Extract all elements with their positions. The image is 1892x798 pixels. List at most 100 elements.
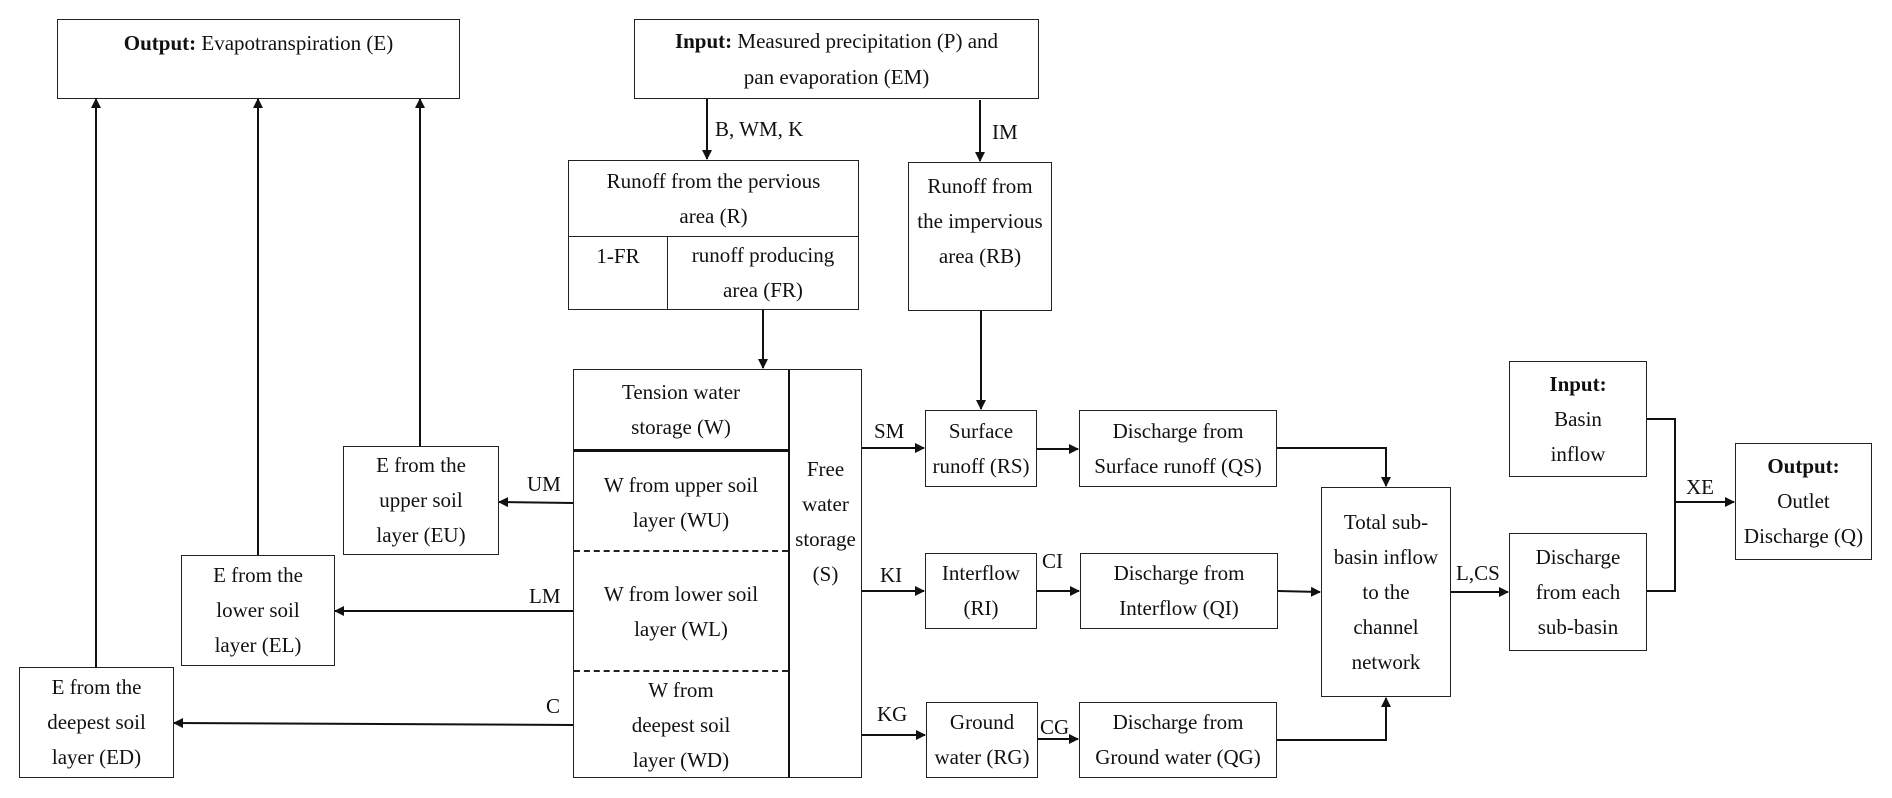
label-c: C <box>546 694 561 718</box>
wu-layer: W from upper soil layer (WU) <box>574 455 788 552</box>
label-kg: KG <box>877 702 908 726</box>
outlet-output-label: Output: <box>1767 454 1840 478</box>
label-lm: LM <box>529 584 561 608</box>
input-label: Input: <box>674 29 733 53</box>
eu-l1: E from the <box>376 453 466 477</box>
interflow-box: Interflow (RI) <box>925 553 1037 629</box>
tension-water-storage-box: Tension water storage (W) W from upper s… <box>573 369 791 778</box>
free-l2: water <box>802 492 849 516</box>
each-l3: sub-basin <box>1537 614 1619 639</box>
ri-l1: Interflow <box>941 561 1021 585</box>
free-l3: storage <box>795 527 856 551</box>
input-p-line1: Measured precipitation (P) and <box>732 29 999 53</box>
qi-l2: Interflow (QI) <box>1119 596 1239 620</box>
qg-l2: Ground water (QG) <box>1095 745 1261 769</box>
free-water-storage-box: Free water storage (S) <box>790 369 862 778</box>
arrow-qs-to-total <box>1277 447 1391 487</box>
el-l1: E from the <box>213 563 303 587</box>
qs-l2: Surface runoff (QS) <box>1094 453 1262 478</box>
each-l1: Discharge <box>1535 544 1621 569</box>
pervious-fr-2: area (FR) <box>723 278 803 302</box>
input-precipitation-box: Input: Measured precipitation (P) and pa… <box>634 19 1039 99</box>
e-lower-soil-box: E from the lower soil layer (EL) <box>181 555 335 666</box>
pervious-title-2: area (R) <box>679 203 748 228</box>
free-l1: Free <box>806 457 845 481</box>
surface-runoff-box: Surface runoff (RS) <box>925 410 1037 487</box>
discharge-interflow-box: Discharge from Interflow (QI) <box>1080 553 1278 629</box>
pervious-title-1: Runoff from the pervious <box>606 168 821 193</box>
total-l5: network <box>1351 649 1421 674</box>
impervious-l2: the impervious <box>917 209 1043 233</box>
discharge-surface-box: Discharge from Surface runoff (QS) <box>1079 410 1277 487</box>
e-deepest-soil-box: E from the deepest soil layer (ED) <box>19 667 174 778</box>
wd-l3: layer (WD) <box>632 748 730 772</box>
total-subbasin-inflow-box: Total sub- basin inflow to the channel n… <box>1321 487 1451 697</box>
pervious-area-box: Runoff from the pervious area (R) 1-FR r… <box>568 160 859 310</box>
impervious-l1: Runoff from <box>927 174 1033 198</box>
ground-water-box: Ground water (RG) <box>926 702 1038 778</box>
output-outlet-discharge-box: Output: Outlet Discharge (Q) <box>1735 443 1872 560</box>
wu-l2: layer (WU) <box>632 507 730 532</box>
label-bwmk: B, WM, K <box>715 117 804 141</box>
arrow-wu-to-eu <box>498 497 574 508</box>
discharge-ground-box: Discharge from Ground water (QG) <box>1079 702 1277 778</box>
ed-l1: E from the <box>51 675 142 699</box>
input-basin-inflow-box: Input: Basin inflow <box>1509 361 1647 477</box>
line-basin-inflow-merge <box>1647 418 1676 592</box>
label-ci: CI <box>1042 549 1063 573</box>
input-p-line2: pan evaporation (EM) <box>743 65 930 89</box>
outlet-l3: Discharge (Q) <box>1743 524 1864 548</box>
eu-l3: layer (EU) <box>376 523 466 547</box>
rs-l1: Surface <box>948 418 1014 443</box>
rg-l1: Ground <box>949 710 1015 734</box>
ed-l3: layer (ED) <box>51 745 142 769</box>
basin-l2: Basin <box>1554 406 1602 431</box>
label-ki: KI <box>880 563 903 587</box>
ed-l2: deepest soil <box>47 710 146 734</box>
total-l3: to the <box>1362 579 1410 604</box>
tension-l1: Tension water <box>621 379 741 404</box>
impervious-area-box: Runoff from the impervious area (RB) <box>908 162 1052 311</box>
label-um: UM <box>527 472 561 496</box>
el-l3: layer (EL) <box>214 633 302 657</box>
qg-l1: Discharge from <box>1112 710 1244 734</box>
arrow-wd-to-ed <box>173 718 574 729</box>
output-e-text: Evapotranspiration (E) <box>196 31 394 55</box>
label-im: IM <box>992 120 1018 144</box>
discharge-each-subbasin-box: Discharge from each sub-basin <box>1509 533 1647 651</box>
wl-l1: W from lower soil <box>603 582 759 606</box>
label-sm: SM <box>874 419 905 443</box>
label-cg: CG <box>1040 715 1070 739</box>
each-l2: from each <box>1535 579 1621 604</box>
arrow-qg-to-total <box>1277 697 1391 741</box>
eu-l2: upper soil <box>379 488 463 512</box>
pervious-fr-1: runoff producing <box>691 243 835 267</box>
wd-l1: W from <box>648 678 714 702</box>
ri-l2: (RI) <box>963 596 999 620</box>
wu-l1: W from upper soil <box>603 472 759 497</box>
output-label: Output: <box>123 31 197 55</box>
label-lcs: L,CS <box>1456 561 1500 585</box>
total-l4: channel <box>1353 614 1419 639</box>
total-l2: basin inflow <box>1333 544 1439 569</box>
wl-l2: layer (WL) <box>634 617 728 641</box>
wl-layer: W from lower soil layer (WL) <box>574 554 788 672</box>
basin-l3: inflow <box>1550 441 1606 466</box>
output-evapotranspiration-box: Output: Evapotranspiration (E) <box>57 19 460 99</box>
wd-l2: deepest soil <box>631 713 731 737</box>
pervious-1-fr: 1-FR <box>596 244 640 268</box>
outlet-l2: Outlet <box>1777 489 1830 513</box>
qi-l1: Discharge from <box>1113 561 1245 585</box>
impervious-l3: area (RB) <box>938 244 1022 268</box>
basin-input-label: Input: <box>1549 371 1607 396</box>
rs-l2: runoff (RS) <box>932 453 1030 478</box>
qs-l1: Discharge from <box>1112 418 1244 443</box>
wd-layer: W from deepest soil layer (WD) <box>574 674 788 777</box>
e-upper-soil-box: E from the upper soil layer (EU) <box>343 446 499 555</box>
el-l2: lower soil <box>216 598 300 622</box>
tension-l2: storage (W) <box>631 414 731 439</box>
arrow-qi-to-total <box>1277 586 1321 597</box>
total-l1: Total sub- <box>1343 509 1429 534</box>
free-l4: (S) <box>812 562 839 586</box>
